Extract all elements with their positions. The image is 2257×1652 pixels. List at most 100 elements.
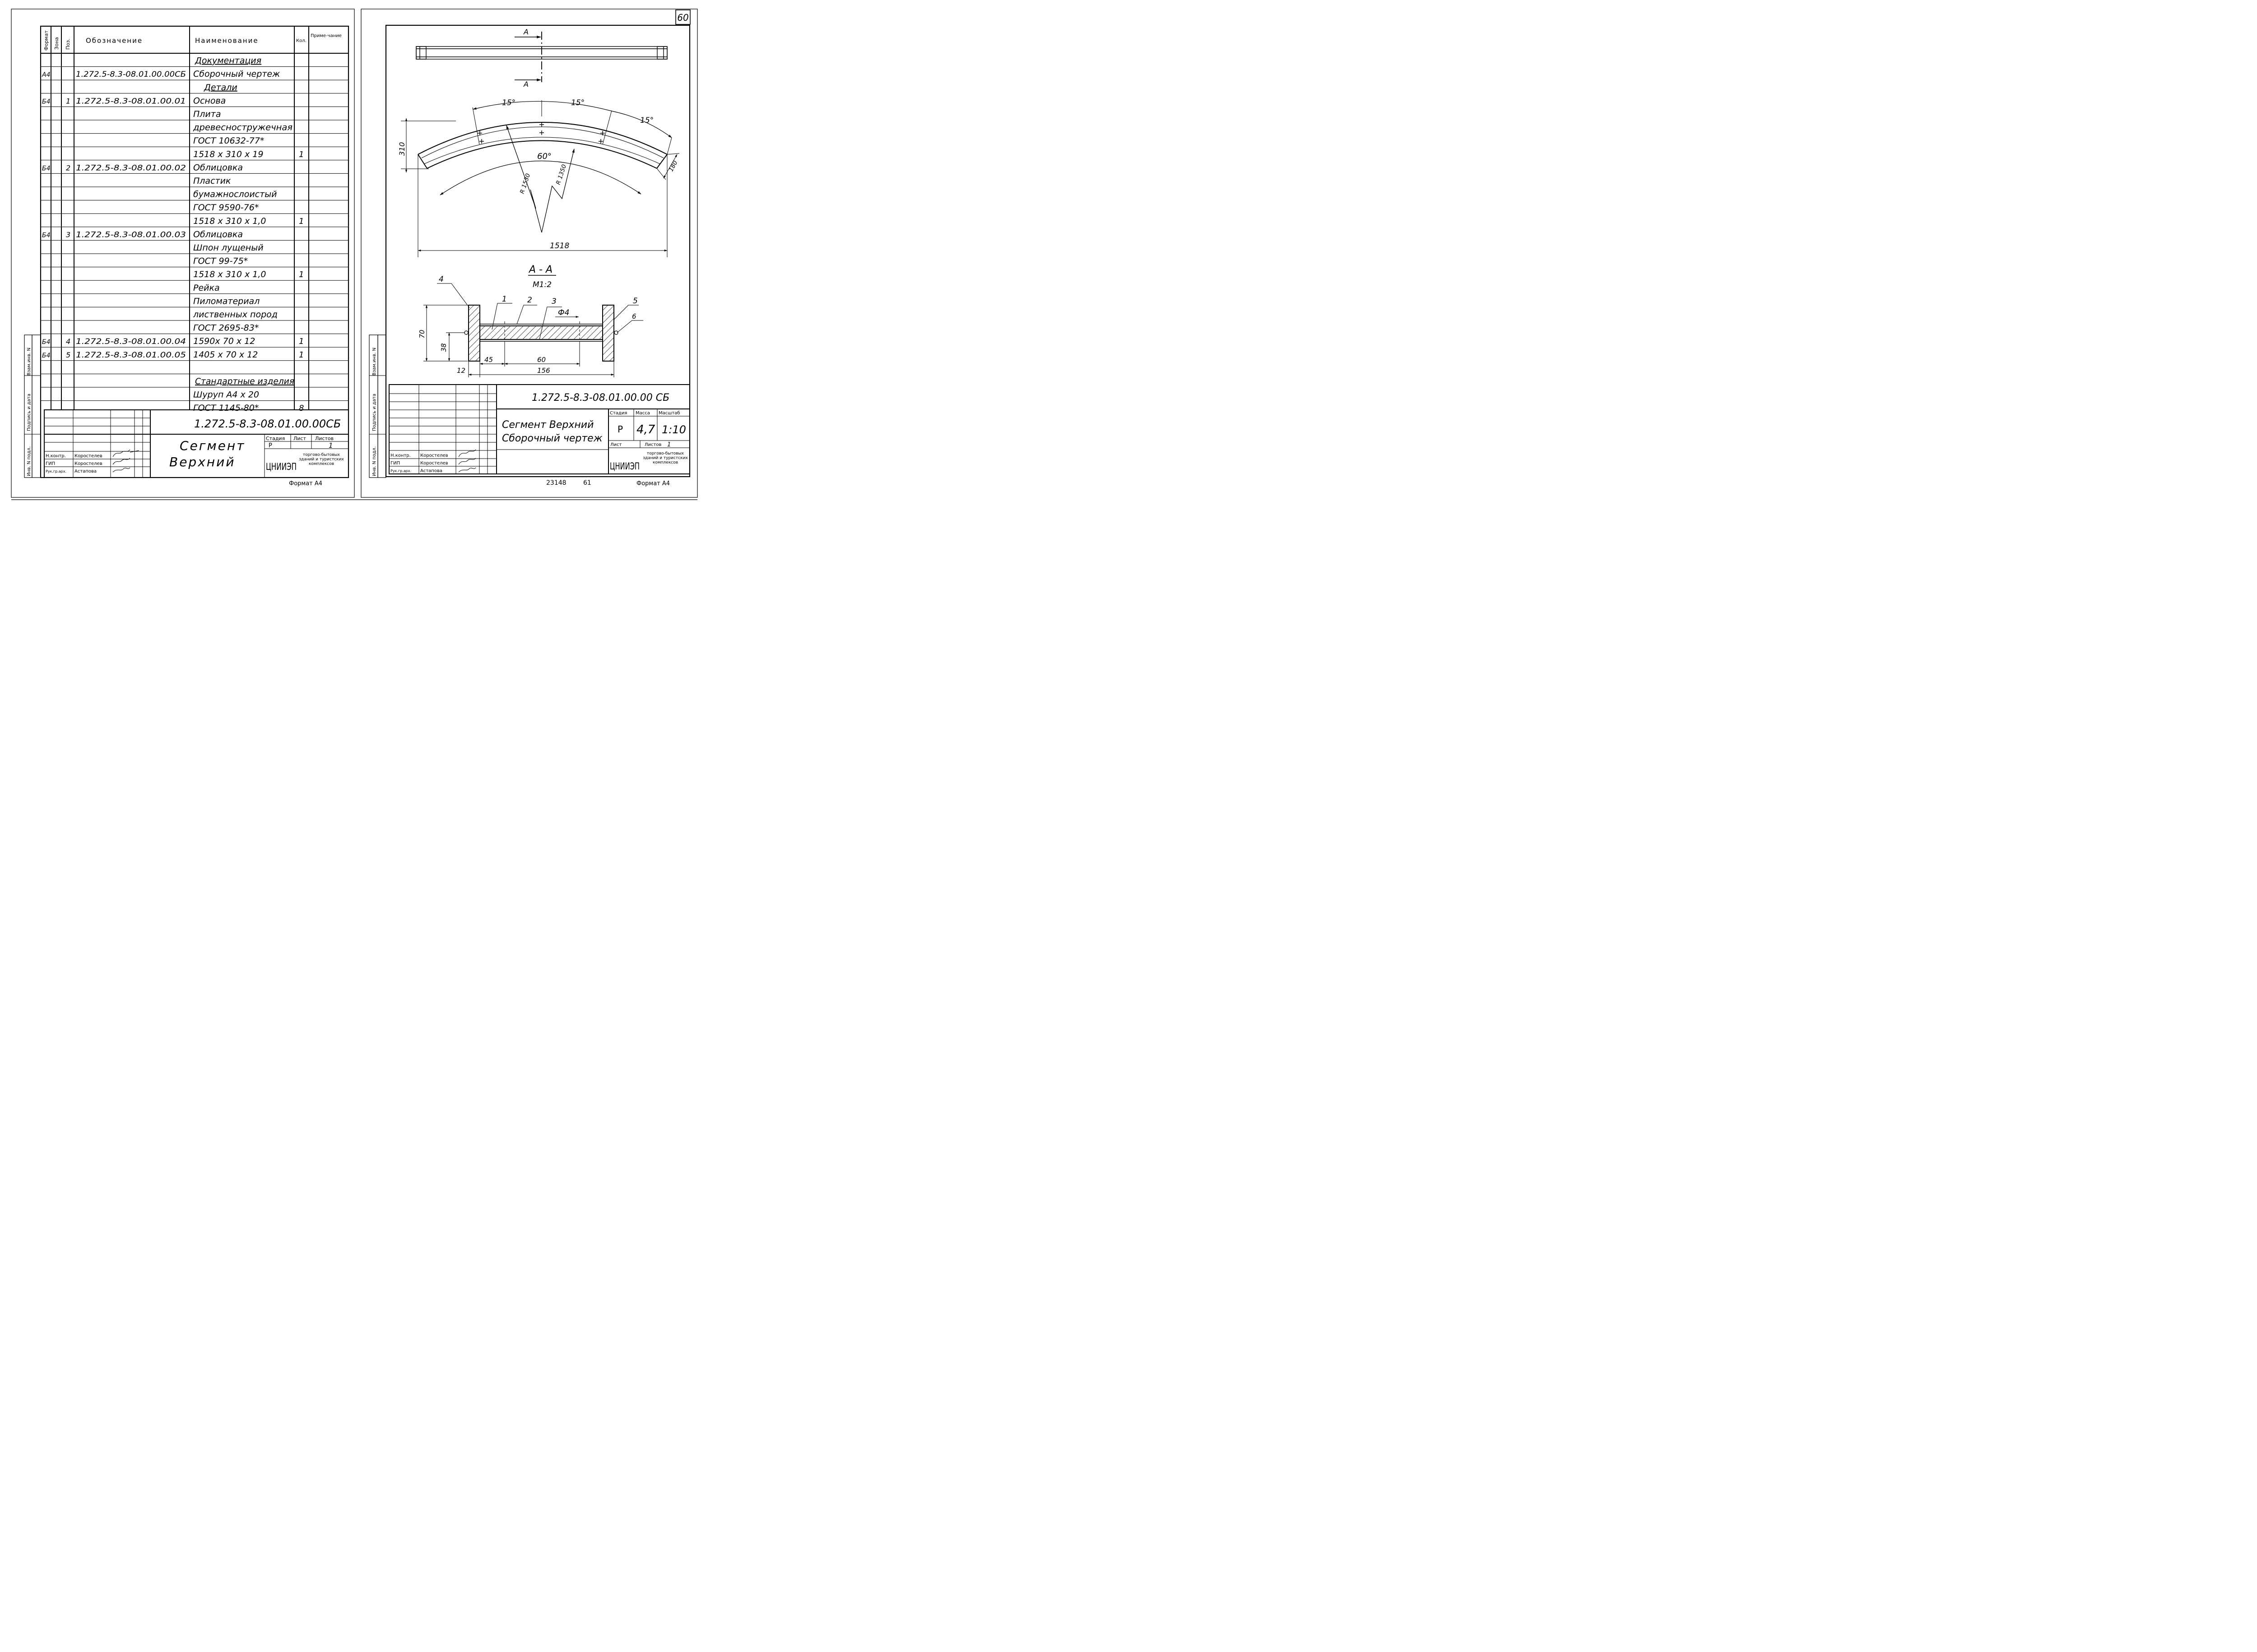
left-role-2: ГИП: [46, 461, 55, 466]
spec-quantity: 1: [299, 150, 304, 159]
left-title-block: 1.272.5-8.3-08.01.00.00СБ Сегмент Верхни…: [44, 409, 349, 487]
callout-3: 3: [552, 297, 557, 306]
left-stage-value: Р: [269, 442, 272, 449]
left-name-2: Коростелев: [74, 461, 102, 466]
spec-row: Детали: [204, 83, 237, 93]
left-doc-code: 1.272.5-8.3-08.01.00.00СБ: [194, 418, 341, 430]
right-role-2: ГИП: [390, 461, 400, 466]
spec-row: древесностружечная: [193, 123, 293, 133]
spec-name: Облицовка: [193, 229, 243, 239]
spec-row: Рейка: [193, 283, 220, 293]
header-designation: Обозначение: [86, 37, 143, 45]
left-format: Формат А4: [289, 480, 322, 487]
spec-position: 4: [66, 337, 70, 346]
spec-name: 1518 x 310 x 1,0: [193, 269, 266, 279]
spec-position: 1: [66, 97, 70, 105]
right-title-line1: Сегмент Верхний: [502, 419, 594, 431]
right-name-3: Астапова: [420, 469, 442, 473]
angle-left: 15°: [502, 98, 515, 107]
side-vzam: Взам.инв. N: [27, 348, 32, 376]
left-sheet-label: Лист: [293, 436, 306, 441]
right-doc-code: 1.272.5-8.3-08.01.00.00 СБ: [532, 392, 669, 404]
spec-designation: 1.272.5-8.3-08.01.00.05: [76, 351, 186, 360]
right-scale-value: 1:10: [662, 423, 686, 436]
spec-name: 1405 x 70 x 12: [193, 350, 258, 360]
spec-name: Сборочный чертеж: [193, 69, 280, 79]
spec-format: Б4: [42, 232, 51, 239]
right-mass-label: Масса: [636, 411, 650, 416]
dim-height: 310: [398, 142, 406, 156]
section-mark-top: А: [523, 28, 529, 36]
top-plan-view: А А: [416, 28, 668, 88]
section-scale: М1:2: [533, 280, 552, 289]
specification-table: Формат Зона Поз. Обозначение Наименовани…: [40, 25, 349, 478]
left-logo: ЦНИИЭП: [266, 461, 297, 472]
right-org-line1: торгово-бытовых: [647, 451, 684, 456]
spec-designation: 1.272.5-8.3-08.01.00.00СБ: [76, 70, 186, 79]
spec-row: ГОСТ 99-75*: [193, 256, 248, 266]
right-bottom-num2: 61: [583, 479, 591, 487]
left-stage-label: Стадия: [266, 436, 285, 441]
right-title-block: 1.272.5-8.3-08.01.00.00 СБ Сегмент Верхн…: [389, 384, 690, 487]
right-scale-label: Масштаб: [659, 411, 680, 416]
spec-row: 1518 x 310 x 19 1: [193, 149, 304, 159]
section-title: А - А: [528, 264, 553, 275]
spec-row: ГОСТ 2695-83*: [193, 323, 259, 333]
center-angle: 60°: [537, 152, 552, 161]
spec-name: Пиломатериал: [193, 296, 260, 306]
section-mark-bottom: А: [523, 80, 529, 88]
spec-name: Стандартные изделия: [195, 376, 294, 386]
dim-156: 156: [537, 367, 550, 375]
callout-6: 6: [632, 312, 636, 320]
left-role-3: Рук.гр.арх.: [46, 469, 66, 473]
spec-row: Шпон лущеный: [193, 243, 264, 253]
left-role-1: Н.контр.: [46, 454, 66, 459]
left-org-line1: торгово-бытовых: [303, 453, 340, 457]
spec-name: 1518 x 310 x 19: [193, 149, 263, 159]
header-note: Приме-чание: [311, 33, 342, 38]
callout-4: 4: [439, 275, 444, 284]
callout-1: 1: [502, 295, 507, 304]
right-stage-label: Стадия: [610, 411, 627, 416]
spec-row: бумажнослоистый: [193, 190, 277, 200]
left-side-stamp: Взам.инв. N Подпись и дата Инв. N подл.: [24, 334, 41, 478]
page-number: 60: [677, 12, 688, 23]
spec-row: Плита: [193, 109, 221, 119]
left-name-1: Коростелев: [74, 454, 102, 459]
spec-header: Формат Зона Поз. Обозначение Наименовани…: [43, 30, 342, 51]
left-org-line3: комплексов: [309, 462, 334, 466]
spec-name: Шуруп А4 x 20: [193, 390, 259, 400]
header-pos: Поз.: [65, 39, 71, 50]
dim-60: 60: [537, 356, 546, 364]
right-sheet-label: Лист: [610, 442, 622, 447]
spec-row: Документация: [195, 56, 261, 66]
right-logo-block: ЦНИИЭП торгово-бытовых зданий и туристск…: [610, 451, 688, 472]
header-format: Формат: [43, 30, 49, 51]
right-mass-value: 4,7: [636, 423, 655, 436]
spec-name: Детали: [204, 83, 237, 93]
right-name-1: Коростелев: [420, 453, 448, 458]
hole-diameter: Ф4: [558, 308, 569, 317]
right-signatures: [458, 449, 476, 473]
spec-name: Документация: [195, 56, 261, 66]
spec-quantity: 1: [299, 350, 304, 360]
side-vzam-right: Взам.инв. N: [372, 348, 377, 376]
spec-designation: 1.272.5-8.3-08.01.00.03: [76, 230, 186, 239]
spec-name: ГОСТ 1145-80*: [193, 403, 259, 413]
right-name-2: Коростелев: [420, 461, 448, 466]
spec-name: древесностружечная: [193, 123, 293, 133]
left-signatures: [112, 449, 139, 473]
dim-70: 70: [418, 329, 426, 338]
right-role-3: Рук.гр.арх.: [390, 469, 411, 473]
side-inv-right: Инв. N подл.: [372, 446, 377, 476]
spec-row: Пиломатериал: [193, 296, 260, 306]
spec-name: 1590x 70 x 12: [193, 336, 255, 346]
right-sheets-label: Листов: [645, 442, 661, 447]
right-org-line3: комплексов: [653, 460, 678, 465]
